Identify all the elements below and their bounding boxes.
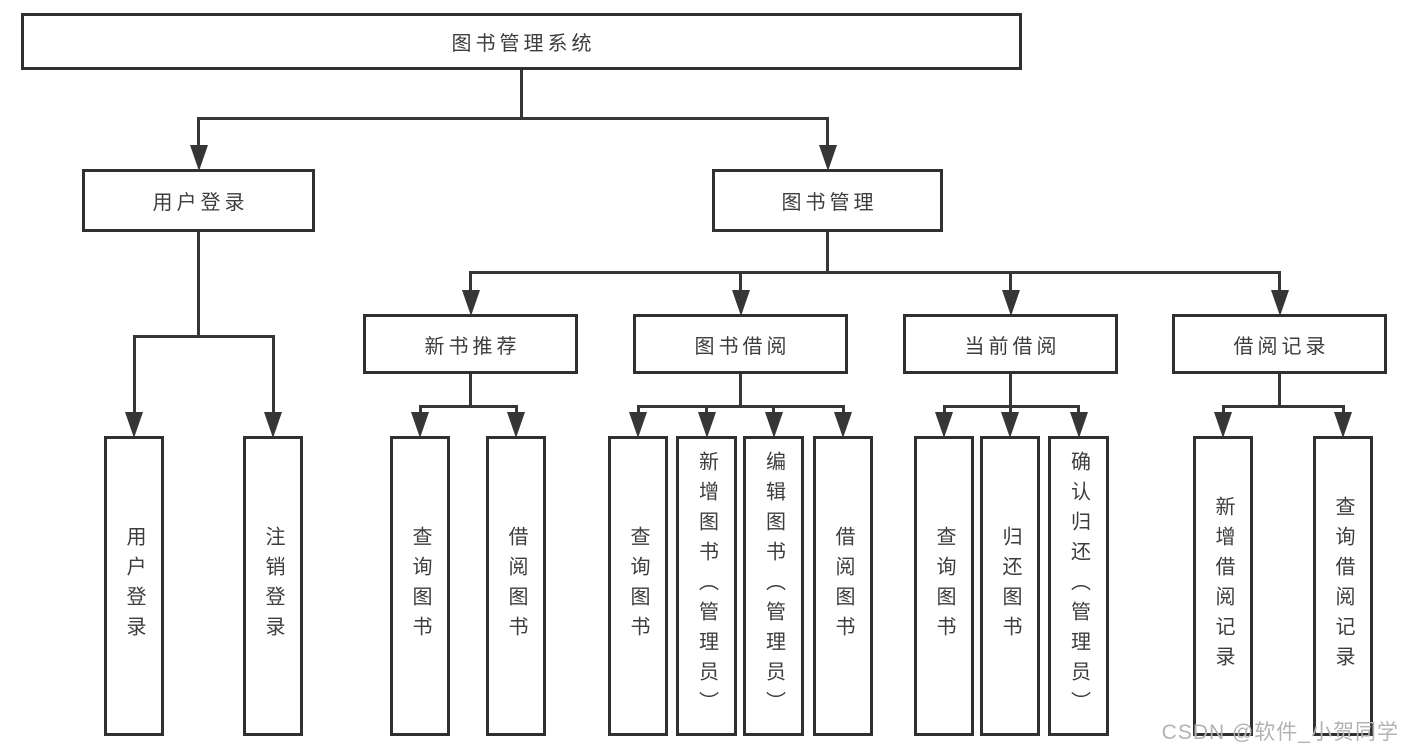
node-leaf-add-record: 新增借阅记录 bbox=[1193, 436, 1253, 736]
node-leaf-borrow-book-2: 借阅图书 bbox=[813, 436, 873, 736]
arrow-down-leaf-add-book bbox=[697, 412, 716, 438]
connector-drop-leaf-logout bbox=[271, 336, 275, 412]
node-label-leaf-add-record: 新增借阅记录 bbox=[1212, 496, 1234, 676]
connector-bar-user-login bbox=[132, 334, 275, 338]
node-current-borrow: 当前借阅 bbox=[903, 314, 1118, 374]
arrow-down-leaf-query-record bbox=[1334, 412, 1352, 438]
connector-drop-leaf-borrow-book-2 bbox=[841, 406, 845, 412]
node-leaf-query-book-3: 查询图书 bbox=[914, 436, 974, 736]
connector-drop-leaf-query-book-3 bbox=[942, 406, 946, 412]
csdn-watermark: CSDN @软件_小贺同学 bbox=[1161, 721, 1399, 744]
node-label-leaf-borrow-book-2: 借阅图书 bbox=[832, 526, 854, 646]
connector-bar-book-mgmt bbox=[469, 270, 1281, 274]
connector-drop-leaf-query-book-1 bbox=[418, 406, 422, 412]
arrow-down-leaf-add-record bbox=[1214, 412, 1232, 438]
connector-stem-current-borrow bbox=[1009, 372, 1012, 406]
node-label-leaf-user-login: 用户登录 bbox=[123, 526, 145, 646]
node-label-leaf-query-book-1: 查询图书 bbox=[409, 526, 431, 646]
connector-drop-leaf-confirm-return bbox=[1077, 406, 1080, 412]
node-new-book-rec: 新书推荐 bbox=[363, 314, 578, 374]
node-leaf-user-login: 用户登录 bbox=[104, 436, 164, 736]
node-label-book-mgmt: 图书管理 bbox=[781, 192, 878, 214]
node-leaf-logout: 注销登录 bbox=[243, 436, 303, 736]
node-leaf-query-book-1: 查询图书 bbox=[390, 436, 450, 736]
connector-stem-book-borrow bbox=[739, 372, 742, 406]
connector-drop-leaf-add-record bbox=[1221, 406, 1225, 412]
node-label-leaf-return-book: 归还图书 bbox=[999, 526, 1021, 646]
arrow-down-book-mgmt bbox=[818, 145, 837, 171]
connector-drop-current-borrow bbox=[1009, 272, 1012, 290]
node-leaf-borrow-book-1: 借阅图书 bbox=[486, 436, 546, 736]
arrow-down-leaf-edit-book bbox=[764, 412, 783, 438]
node-label-leaf-confirm-return: 确认归还（管理员） bbox=[1067, 451, 1090, 721]
connector-bar-book-borrow bbox=[636, 404, 845, 408]
arrow-down-leaf-confirm-return bbox=[1069, 412, 1088, 438]
connector-drop-new-book-rec bbox=[469, 272, 472, 290]
node-label-book-borrow: 图书借阅 bbox=[694, 335, 791, 358]
node-book-borrow: 图书借阅 bbox=[633, 314, 848, 374]
arrow-down-leaf-logout bbox=[264, 412, 282, 438]
connector-bar-borrow-record bbox=[1221, 404, 1345, 408]
node-leaf-add-book: 新增图书（管理员） bbox=[676, 436, 737, 736]
node-label-leaf-borrow-book-1: 借阅图书 bbox=[505, 526, 527, 646]
node-label-leaf-edit-book: 编辑图书（管理员） bbox=[762, 451, 785, 721]
arrow-down-current-borrow bbox=[1001, 290, 1020, 316]
node-leaf-return-book: 归还图书 bbox=[980, 436, 1040, 736]
connector-stem-root bbox=[520, 68, 523, 118]
arrow-down-leaf-query-book-1 bbox=[411, 412, 429, 438]
connector-drop-leaf-query-book-2 bbox=[636, 406, 640, 412]
arrow-down-borrow-record bbox=[1270, 290, 1289, 316]
node-label-current-borrow: 当前借阅 bbox=[964, 335, 1061, 358]
connector-drop-leaf-add-book bbox=[705, 406, 708, 412]
connector-stem-borrow-record bbox=[1278, 372, 1281, 406]
arrow-down-leaf-borrow-book-2 bbox=[834, 412, 852, 438]
node-label-leaf-query-book-2: 查询图书 bbox=[627, 526, 649, 646]
arrow-down-leaf-query-book-3 bbox=[935, 412, 953, 438]
node-label-leaf-query-book-3: 查询图书 bbox=[933, 526, 955, 646]
arrow-down-leaf-query-book-2 bbox=[629, 412, 647, 438]
arrow-down-book-borrow bbox=[731, 290, 750, 316]
node-label-leaf-query-record: 查询借阅记录 bbox=[1332, 496, 1354, 676]
connector-bar-new-book-rec bbox=[418, 404, 518, 408]
node-label-leaf-add-book: 新增图书（管理员） bbox=[695, 451, 718, 721]
connector-stem-user-login bbox=[197, 230, 200, 336]
node-user-login: 用户登录 bbox=[82, 169, 315, 232]
connector-stem-book-mgmt bbox=[826, 230, 829, 272]
node-leaf-edit-book: 编辑图书（管理员） bbox=[743, 436, 804, 736]
arrow-down-leaf-borrow-book-1 bbox=[507, 412, 525, 438]
node-leaf-query-book-2: 查询图书 bbox=[608, 436, 668, 736]
node-label-user-login: 用户登录 bbox=[152, 192, 249, 214]
node-borrow-record: 借阅记录 bbox=[1172, 314, 1387, 374]
connector-drop-leaf-return-book bbox=[1008, 406, 1012, 412]
connector-stem-new-book-rec bbox=[469, 372, 472, 406]
node-root: 图书管理系统 bbox=[21, 13, 1022, 70]
node-label-root: 图书管理系统 bbox=[451, 33, 596, 55]
arrow-down-new-book-rec bbox=[461, 290, 480, 316]
connector-drop-leaf-user-login bbox=[132, 336, 136, 412]
arrow-down-leaf-user-login bbox=[125, 412, 143, 438]
node-label-leaf-logout: 注销登录 bbox=[262, 526, 284, 646]
node-leaf-confirm-return: 确认归还（管理员） bbox=[1048, 436, 1109, 736]
connector-drop-leaf-query-record bbox=[1341, 406, 1345, 412]
node-leaf-query-record: 查询借阅记录 bbox=[1313, 436, 1373, 736]
connector-drop-borrow-record bbox=[1278, 272, 1281, 290]
arrow-down-user-login bbox=[189, 145, 208, 171]
connector-drop-leaf-borrow-book-1 bbox=[514, 406, 518, 412]
connector-drop-book-borrow bbox=[739, 272, 742, 290]
connector-drop-user-login bbox=[197, 118, 200, 145]
node-label-new-book-rec: 新书推荐 bbox=[424, 335, 521, 358]
node-label-borrow-record: 借阅记录 bbox=[1233, 335, 1330, 358]
connector-bar-root bbox=[197, 116, 829, 120]
node-book-mgmt: 图书管理 bbox=[712, 169, 943, 232]
connector-drop-leaf-edit-book bbox=[772, 406, 775, 412]
connector-drop-book-mgmt bbox=[826, 118, 829, 145]
arrow-down-leaf-return-book bbox=[1001, 412, 1019, 438]
